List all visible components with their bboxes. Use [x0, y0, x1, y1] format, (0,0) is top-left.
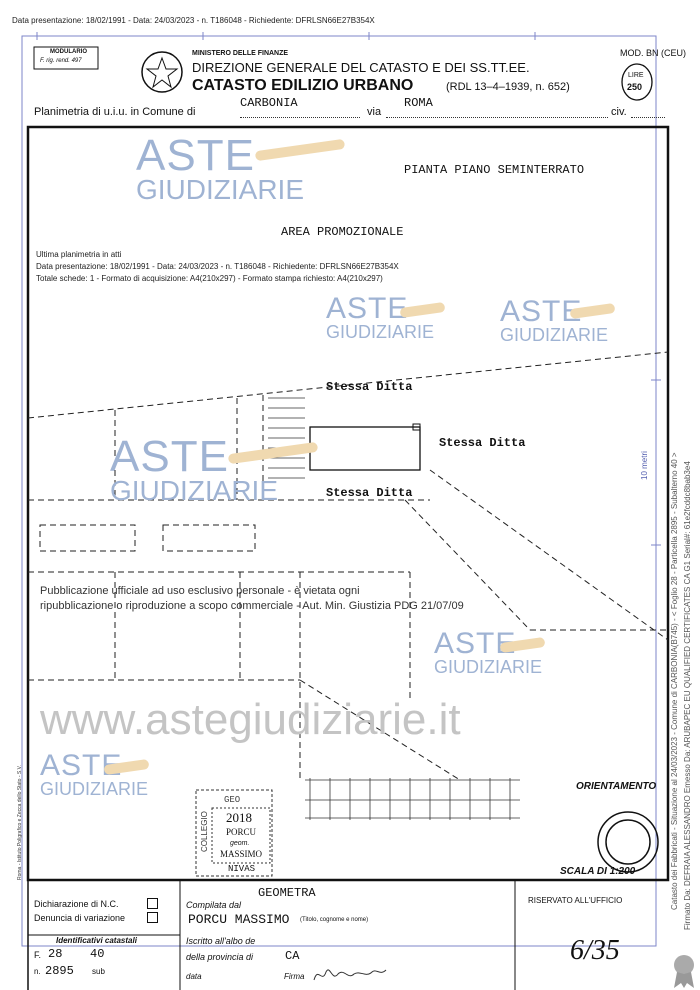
top-meta: Data presentazione: 18/02/1991 - Data: 2… — [12, 16, 375, 25]
side-note: Catasto dei Fabbricati - Situazione al 2… — [670, 452, 679, 910]
room-label: Stessa Ditta — [439, 436, 526, 450]
catasto-title: CATASTO EDILIZIO URBANO — [192, 77, 414, 94]
plan-title: PIANTA PIANO SEMINTERRATO — [404, 163, 585, 177]
foglio-value: 28 — [48, 947, 63, 961]
subalterno-value: 40 — [90, 947, 105, 961]
denuncia-label: Denuncia di variazione — [34, 913, 126, 923]
foglio-label: F. — [34, 950, 42, 960]
data-label: data — [186, 972, 202, 981]
particella-label: n. — [34, 967, 41, 976]
mod-code: MOD. BN (CEU) — [620, 48, 686, 58]
provincia-label: della provincia di — [186, 952, 254, 962]
titolo-hint: (Titolo, cognome e nome) — [300, 917, 369, 923]
stamp-surname: PORCU — [226, 827, 257, 837]
stamp-text: GEO — [224, 795, 241, 805]
stamp-year: 2018 — [226, 810, 252, 825]
lire-label: LIRE — [628, 72, 644, 79]
room-label: Stessa Ditta — [326, 486, 413, 500]
scale-label: SCALA DI 1:200 — [560, 866, 636, 877]
civ-label: civ. — [611, 106, 627, 118]
ultima-planimetria: Ultima planimetria in atti — [36, 250, 122, 259]
room-label: Stessa Ditta — [326, 380, 413, 394]
stamp-name: MASSIMO — [220, 849, 263, 859]
sub-label: sub — [92, 967, 105, 976]
stamp-geom: geom. — [230, 840, 250, 847]
via-label: via — [367, 106, 382, 118]
area-label: AREA PROMOZIONALE — [281, 225, 404, 239]
law-ref: (RDL 13–4–1939, n. 652) — [446, 81, 570, 93]
direction: DIREZIONE GENERALE DEL CATASTO E DEI SS.… — [192, 60, 530, 75]
modulario-label: MODULARIO — [50, 49, 87, 55]
dichiarazione-label: Dichiarazione di N.C. — [34, 899, 119, 909]
provincia-value: CA — [285, 949, 300, 963]
iscritto-label: Iscritto all'albo de — [186, 936, 256, 946]
riservato-label: RISERVATO ALL'UFFICIO — [528, 896, 623, 905]
identificativi-label: Identificativi catastali — [56, 936, 137, 945]
totale-schede: Totale schede: 1 - Formato di acquisizio… — [36, 274, 383, 283]
dichiarazione-checkbox[interactable] — [147, 898, 158, 909]
disclaimer: ripubblicazione o riproduzione a scopo c… — [40, 600, 464, 612]
denuncia-checkbox[interactable] — [147, 912, 158, 923]
site-watermark: www.astegiudiziarie.it — [40, 695, 461, 744]
disclaimer: Pubblicazione ufficiale ad uso esclusivo… — [40, 585, 360, 597]
scale-ruler-label: 10 metri — [640, 451, 649, 480]
emblem-icon — [141, 51, 183, 93]
comune-value: CARBONIA — [240, 96, 298, 110]
professione-value: GEOMETRA — [258, 886, 316, 900]
particella-value: 2895 — [45, 964, 74, 978]
lire-value: 250 — [627, 82, 643, 92]
signature-note: Firmato Da: DEFRAIA ALESSANDRO Emesso Da… — [683, 461, 692, 930]
printer-note: Roma - Istituto Poligrafico e Zecca dell… — [17, 765, 23, 880]
meta-line: Data presentazione: 18/02/1991 - Data: 2… — [36, 262, 399, 271]
signature — [313, 969, 387, 981]
ministry: MINISTERO DELLE FINANZE — [192, 50, 289, 57]
via-value: ROMA — [404, 96, 433, 110]
compilata-label: Compilata dal — [186, 900, 242, 910]
orientation-label: ORIENTAMENTO — [576, 781, 657, 792]
handwritten-number: 6/35 — [570, 935, 620, 966]
stamp-side: COLLEGIO — [200, 811, 209, 852]
firma-label: Firma — [284, 972, 305, 981]
planimetria-label: Planimetria di u.i.u. in Comune di — [34, 106, 196, 118]
modulario-ref: F. rig. rend. 497 — [40, 58, 82, 64]
compilatore-value: PORCU MASSIMO — [188, 912, 290, 927]
stamp-city: NIVAS — [228, 864, 256, 874]
